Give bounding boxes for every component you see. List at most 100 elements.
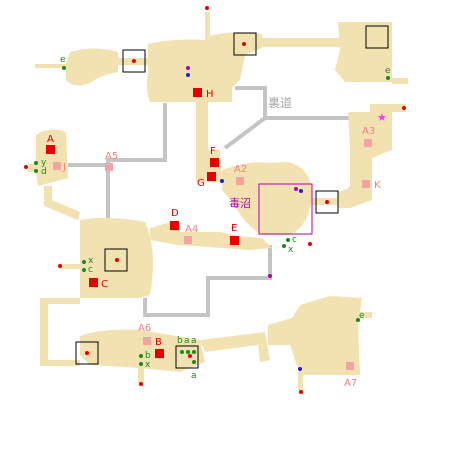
label-e: E [231,223,237,234]
marker-a2[interactable] [236,177,244,185]
room-a [28,129,68,186]
label-green-y: y [41,158,47,168]
marker-h[interactable] [193,88,202,97]
purple-dot[interactable] [268,274,272,278]
label-green-b2: b [177,336,183,346]
marker-f[interactable] [210,158,219,167]
label-a3: A3 [362,126,375,137]
red-dot[interactable] [58,264,62,268]
marker-a5[interactable] [105,163,113,171]
label-f: F [210,146,216,157]
marker-a4[interactable] [184,236,192,244]
green-dot[interactable] [139,362,143,366]
label-green-x3: x [145,360,151,370]
corridor-de [150,220,272,250]
area-label-poison-swamp: 毒沼 [229,196,251,210]
label-h: H [206,89,214,100]
marker-a3[interactable] [364,139,372,147]
path-bottom [143,245,272,317]
star-icon[interactable]: ★ [377,111,387,124]
label-a6: A6 [138,323,151,334]
corridor-a3-top [370,104,406,112]
blue-dot[interactable] [220,179,224,183]
room-a7 [268,296,362,375]
red-dot[interactable] [308,242,312,246]
green-dot[interactable] [282,244,286,248]
corridor-b-right [200,332,270,362]
label-green-e1: e [60,55,66,65]
green-dot[interactable] [386,76,390,80]
label-green-x2: x [288,245,294,255]
marker-a6[interactable] [143,337,151,345]
path-hidden-road [223,116,355,150]
marker-d[interactable] [170,221,179,230]
marker-a7[interactable] [346,362,354,370]
green-dot[interactable] [286,238,290,242]
marker-j[interactable] [53,162,61,170]
purple-dot[interactable] [294,187,298,191]
marker-b[interactable] [155,349,164,358]
area-label-hidden-path: 裏道 [268,95,292,110]
green-dot[interactable] [180,350,184,354]
box-marker[interactable] [365,25,389,49]
green-dot[interactable] [139,354,143,358]
red-dot[interactable] [242,42,246,46]
box-marker[interactable] [75,341,99,365]
room-top-left [35,48,118,86]
red-markers [46,88,239,358]
red-dot[interactable] [85,351,89,355]
green-dot[interactable] [356,318,360,322]
marker-g[interactable] [207,172,216,181]
red-dot[interactable] [115,258,119,262]
red-dot[interactable] [299,390,303,394]
label-green-a1: a [184,336,190,346]
corridor-bottom-left [40,298,80,366]
marker-c[interactable] [89,278,98,287]
marker-a[interactable] [46,145,55,154]
red-dot[interactable] [188,354,192,358]
label-c: C [101,279,108,290]
corridor-a7-right [358,312,372,318]
box-marker[interactable] [315,190,339,214]
red-dot[interactable] [402,106,406,110]
label-green-a3: a [191,371,197,381]
label-a: A [47,134,54,145]
green-dot[interactable] [82,268,86,272]
room-a3 [338,112,392,208]
blue-dot[interactable] [299,189,303,193]
label-green-b: b [145,351,151,361]
label-green-c2: c [292,235,297,245]
label-a5: A5 [105,151,118,162]
corridor-top-right [262,38,342,47]
blue-dot[interactable] [186,73,190,77]
floor-areas [28,12,408,390]
box-markers [75,25,389,369]
blue-dot[interactable] [298,367,302,371]
box-marker[interactable] [104,248,128,272]
red-dots [24,6,406,394]
green-dot[interactable] [192,360,196,364]
box-marker[interactable] [233,32,257,56]
purple-dot[interactable] [186,66,190,70]
marker-k[interactable] [362,180,370,188]
green-dot[interactable] [34,169,38,173]
box-marker[interactable] [175,345,199,369]
green-dot[interactable] [34,161,38,165]
red-dot[interactable] [139,382,143,386]
green-dot[interactable] [62,66,66,70]
red-dot[interactable] [24,165,28,169]
red-dot[interactable] [205,6,209,10]
red-dot[interactable] [132,59,136,63]
poison-swamp-zone[interactable] [258,183,313,235]
green-dot[interactable] [82,260,86,264]
green-dot[interactable] [186,350,190,354]
red-dot[interactable] [325,200,329,204]
blue-dots [186,66,303,371]
green-dot[interactable] [192,350,196,354]
room-fg [196,102,222,182]
room-c [80,217,154,298]
marker-e[interactable] [230,236,239,245]
corridor-a7-down [298,372,303,390]
box-marker[interactable] [122,49,146,73]
